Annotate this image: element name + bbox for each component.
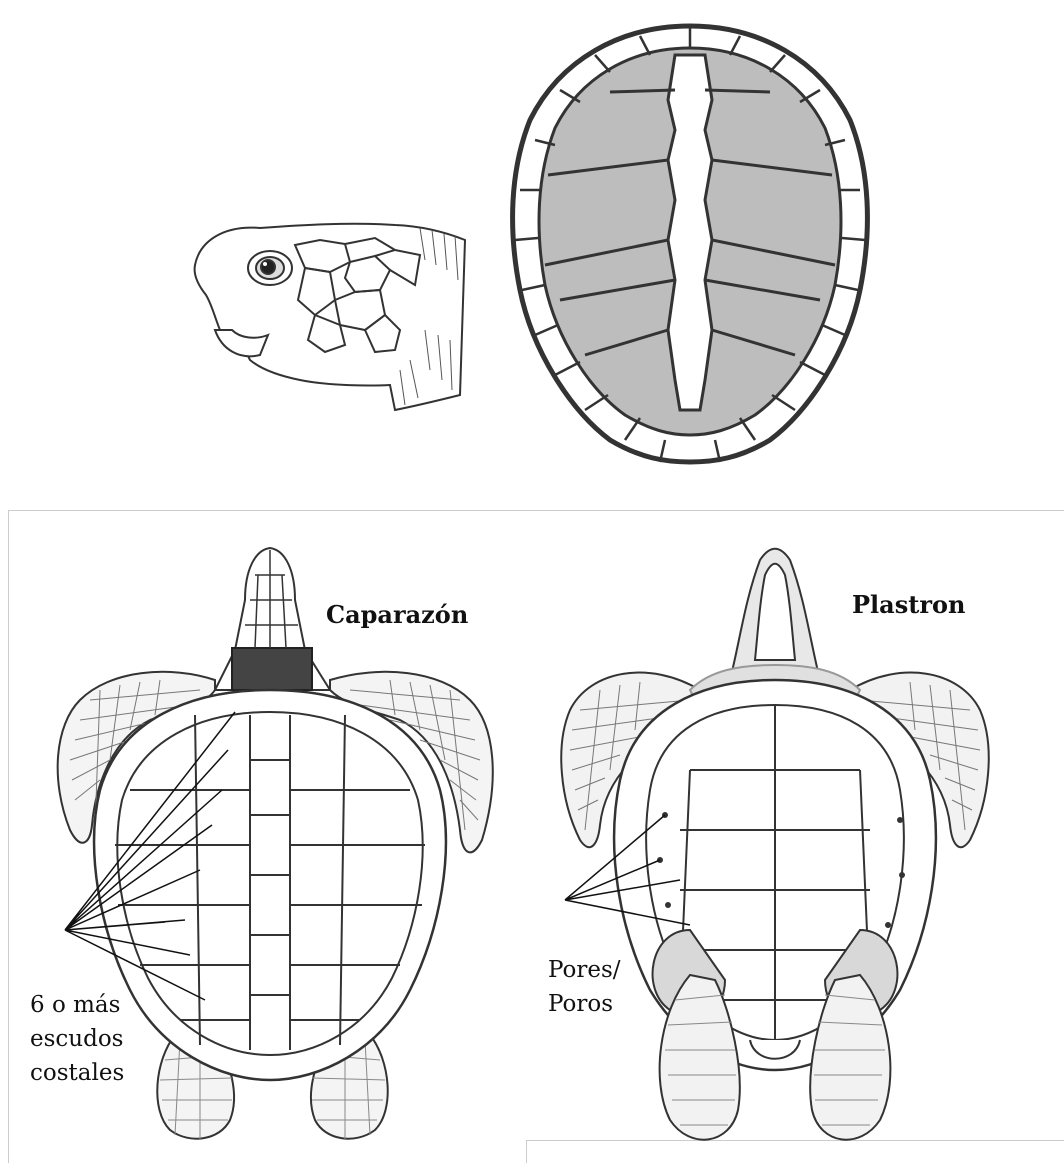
costal-label-line3: costales: [30, 1056, 124, 1090]
costal-scutes-label: 6 o más escudos costales: [30, 988, 124, 1090]
costal-label-line2: escudos: [30, 1022, 124, 1056]
costal-label-line1: 6 o más: [30, 988, 124, 1022]
pores-label: Pores/ Poros: [548, 953, 621, 1021]
plastron-label: Plastron: [852, 590, 965, 619]
pores-label-line2: Poros: [548, 987, 621, 1021]
pores-label-line1: Pores/: [548, 953, 621, 987]
turtle-ventral-illustration: [561, 549, 988, 1140]
carapace-label: Caparazón: [326, 600, 468, 629]
